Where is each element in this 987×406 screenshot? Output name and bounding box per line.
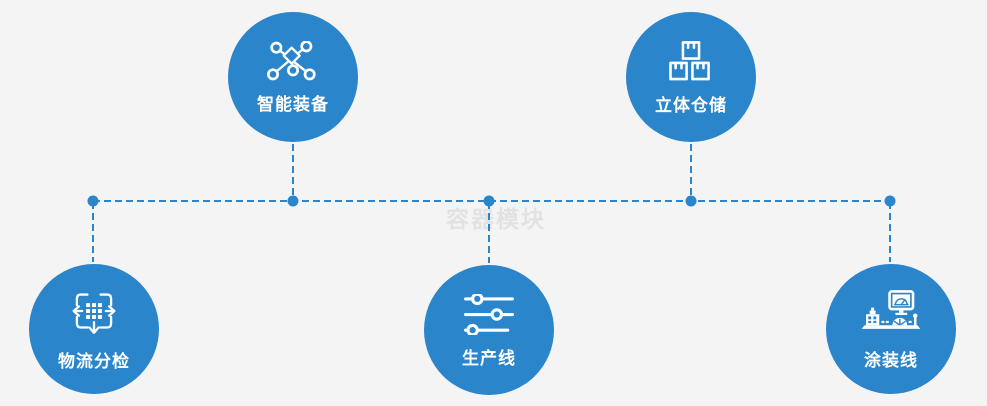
network-nodes-icon xyxy=(267,41,316,81)
node-label: 涂装线 xyxy=(864,350,918,370)
junction-dot xyxy=(287,195,299,207)
watermark: 容器模块 xyxy=(446,206,546,232)
machine-monitor-icon xyxy=(861,289,921,329)
junction-dot xyxy=(87,195,99,207)
node-stereo-warehouse[interactable]: 立体仓储 xyxy=(626,12,756,142)
dispatch-arrows-icon xyxy=(72,293,116,334)
junction-dot xyxy=(483,195,495,207)
node-logistics-sorting[interactable]: 物流分检 xyxy=(29,264,159,394)
node-painting-line[interactable]: 涂装线 xyxy=(826,264,956,394)
junction-dot xyxy=(884,195,896,207)
junction-dot xyxy=(685,195,697,207)
sliders-icon xyxy=(464,293,514,335)
node-smart-equipment[interactable]: 智能装备 xyxy=(228,12,358,142)
node-label: 生产线 xyxy=(462,348,516,368)
stacked-boxes-icon xyxy=(669,40,710,80)
node-label: 智能装备 xyxy=(257,95,329,114)
node-label: 物流分检 xyxy=(58,352,130,371)
node-label: 立体仓储 xyxy=(655,95,727,115)
node-production-line[interactable]: 生产线 xyxy=(424,265,554,395)
